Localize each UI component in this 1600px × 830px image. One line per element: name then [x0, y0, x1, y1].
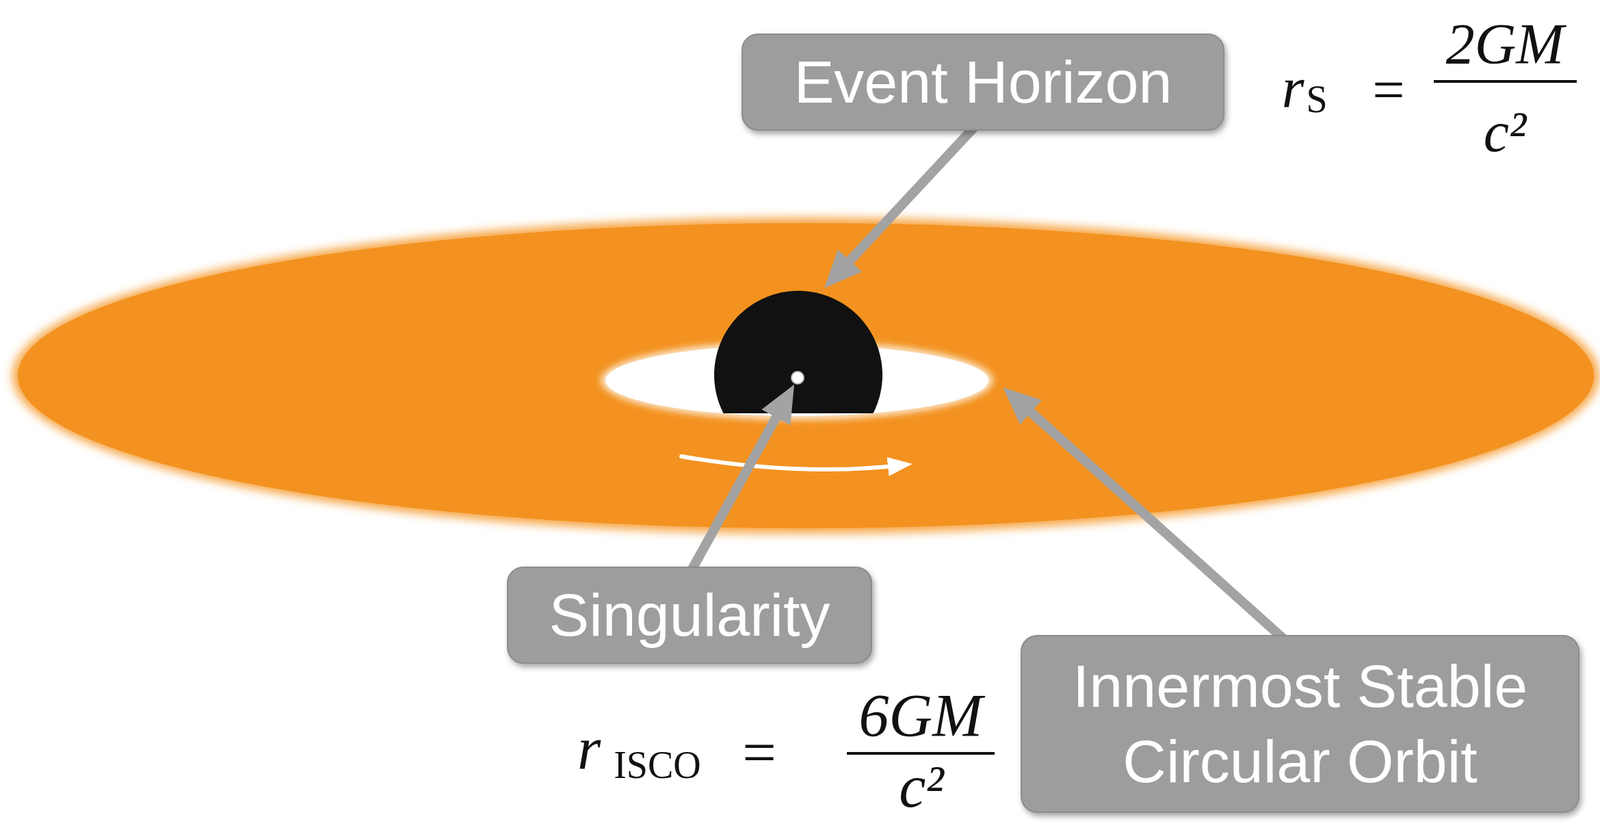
- callout-box: Singularity: [506, 566, 873, 664]
- leader-arrow: [838, 126, 976, 273]
- formula-part: =: [1372, 61, 1405, 120]
- leader-arrow: [1018, 400, 1286, 640]
- formula-part: S: [1305, 80, 1328, 119]
- singularity-dot: [791, 371, 804, 384]
- disk-glow: [12, 217, 1600, 534]
- formula-part: c²: [898, 756, 944, 817]
- accretion-disk: [17, 223, 1594, 529]
- formula-part: c²: [1483, 103, 1527, 161]
- leader-arrow: [690, 402, 785, 572]
- callout-box: Innermost Stable Circular Orbit: [1020, 634, 1580, 813]
- formula-part: ISCO: [613, 745, 702, 784]
- callout-text: Event Horizon: [794, 44, 1173, 120]
- fraction-bar: [846, 751, 995, 755]
- rotation-arrow: [681, 456, 894, 470]
- formula-part: 6GM: [859, 685, 983, 746]
- callout-text: Innermost Stable Circular Orbit: [1047, 648, 1553, 799]
- fraction-bar: [1433, 80, 1577, 83]
- formula-part: r: [577, 718, 601, 779]
- formula-part: 2GM: [1446, 15, 1565, 74]
- callout-box: Event Horizon: [741, 33, 1225, 131]
- formula-part: =: [742, 722, 777, 783]
- formula-part: r: [1281, 59, 1305, 117]
- callout-text: Singularity: [549, 577, 831, 653]
- event-horizon: [714, 290, 883, 414]
